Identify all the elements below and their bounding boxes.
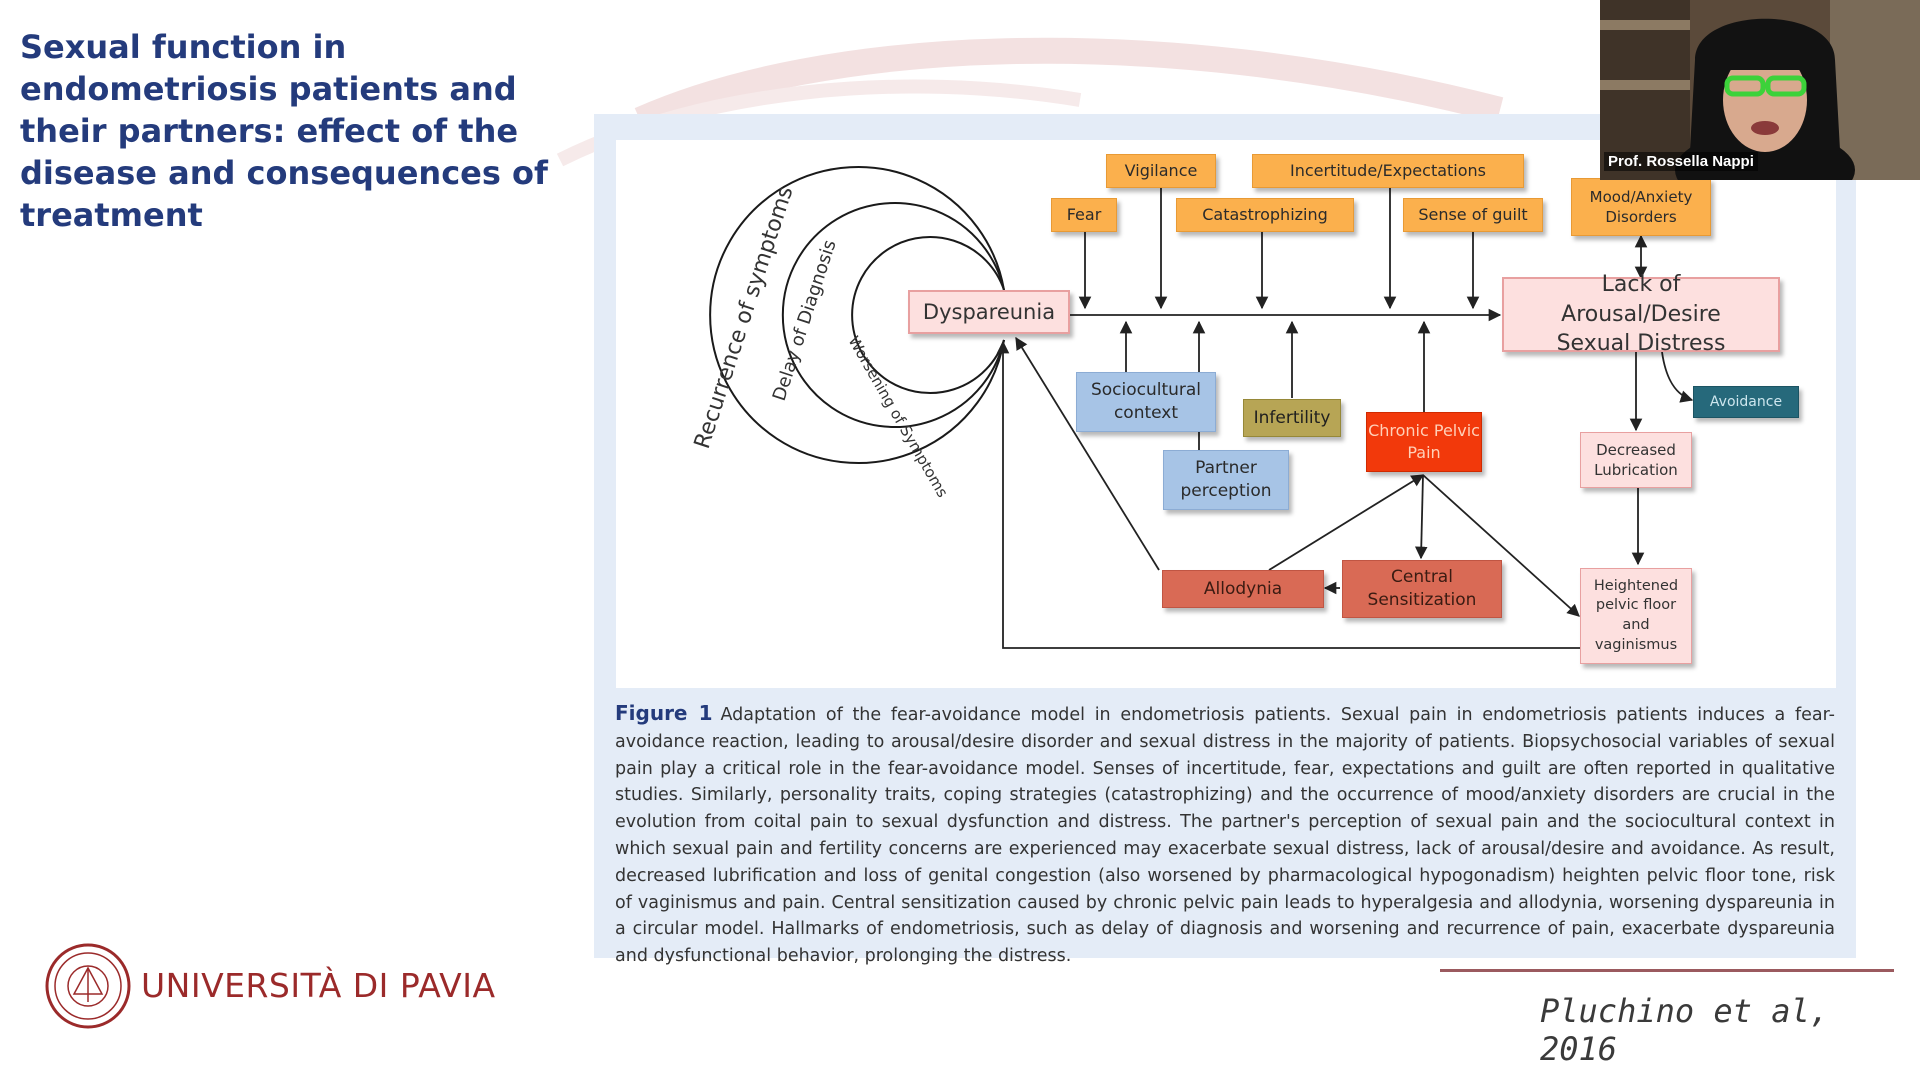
arc-delay — [781, 202, 1005, 428]
university-name: UNIVERSITÀ DI PAVIA — [141, 966, 496, 1005]
slide-title: Sexual function in endometriosis patient… — [20, 28, 548, 234]
node-chronic-pelvic-pain: Chronic Pelvic Pain — [1366, 412, 1482, 472]
node-partner-perception: Partner perception — [1163, 450, 1289, 510]
speaker-name-label: Prof. Rossella Nappi — [1604, 152, 1758, 171]
node-decreased-lubrication: Decreased Lubrication — [1580, 432, 1692, 488]
university-seal-icon — [45, 943, 131, 1029]
node-fear: Fear — [1051, 198, 1117, 232]
fear-avoidance-diagram: Recurrence of symptoms Delay of Diagnosi… — [616, 140, 1836, 688]
node-vigilance: Vigilance — [1106, 154, 1216, 188]
node-lack-of-arousal: Lack of Arousal/Desire Sexual Distress — [1502, 272, 1780, 356]
arc-label-worsening: Worsening of Symptoms — [845, 333, 952, 501]
speaker-video-frame — [1600, 0, 1920, 180]
node-mood-anxiety: Mood/Anxiety Disorders — [1571, 178, 1711, 236]
diagram-connectors: Recurrence of symptoms Delay of Diagnosi… — [690, 166, 1694, 649]
arc-worsening — [851, 236, 1005, 394]
node-dyspareunia: Dyspareunia — [908, 290, 1070, 334]
speaker-webcam: Prof. Rossella Nappi — [1600, 0, 1920, 180]
node-infertility: Infertility — [1243, 399, 1341, 437]
reference-divider — [1440, 969, 1894, 972]
reference-citation: Pluchino et al, 2016 — [1540, 992, 1829, 1068]
node-catastrophizing: Catastrophizing — [1176, 198, 1354, 232]
node-avoidance: Avoidance — [1693, 386, 1799, 418]
figure-caption-text: Adaptation of the fear-avoidance model i… — [615, 705, 1835, 967]
node-central-sensitization: Central Sensitization — [1342, 560, 1502, 618]
symptom-arcs — [709, 166, 1005, 464]
arc-label-delay: Delay of Diagnosis — [769, 237, 841, 403]
node-sociocultural: Sociocultural context — [1076, 372, 1216, 432]
node-incertitude: Incertitude/Expectations — [1252, 154, 1524, 188]
node-heightened-pelvic-floor: Heightened pelvic floor and vaginismus — [1580, 568, 1692, 664]
arc-recurrence — [709, 166, 1005, 464]
figure-caption-label: Figure 1 — [615, 701, 713, 725]
node-allodynia: Allodynia — [1162, 570, 1324, 608]
node-sense-of-guilt: Sense of guilt — [1403, 198, 1543, 232]
